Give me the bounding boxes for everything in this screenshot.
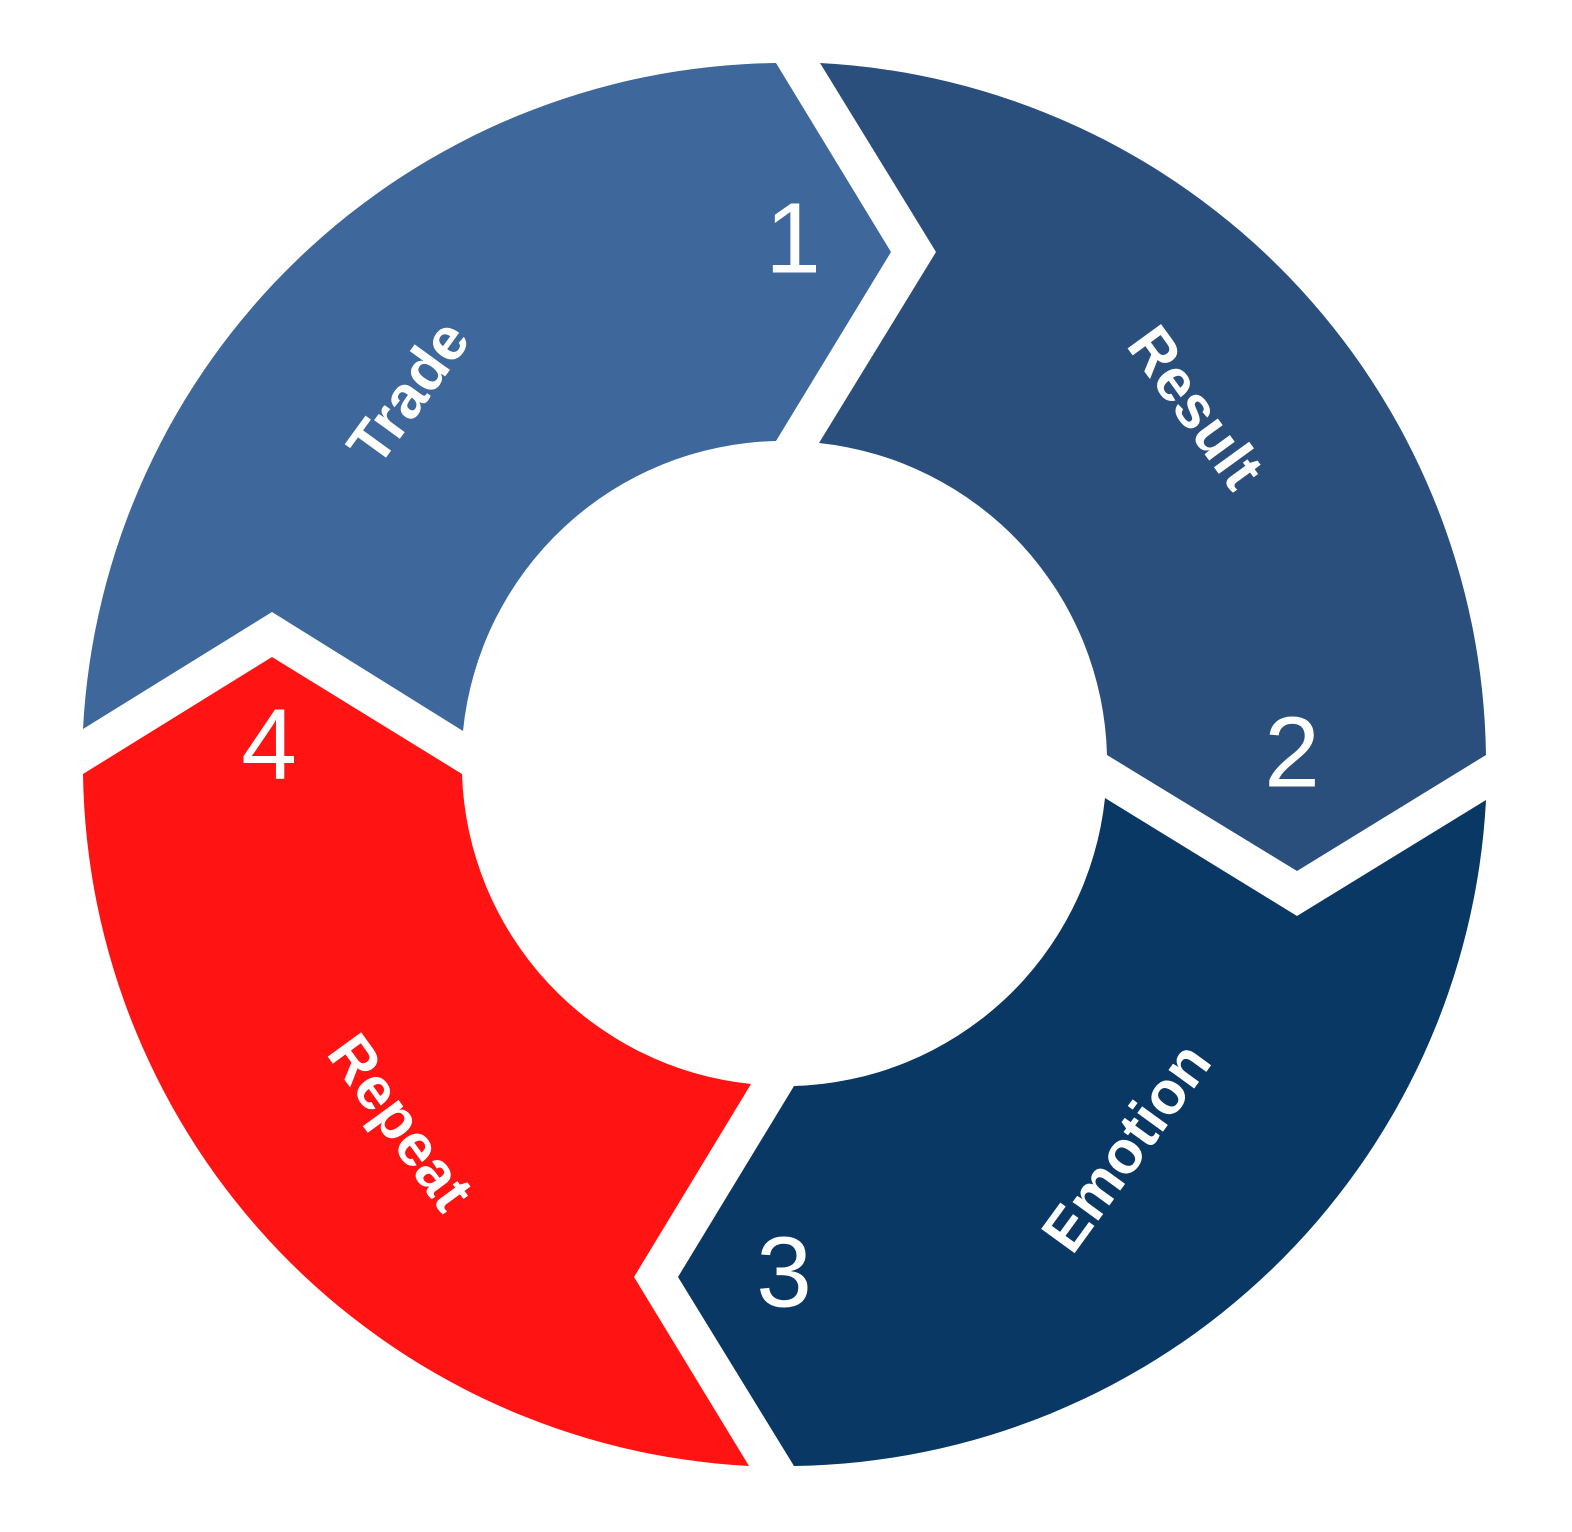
- segment-emotion-number: 3: [756, 1216, 812, 1328]
- segment-trade-shape: [83, 63, 891, 731]
- segment-repeat-shape: [83, 657, 751, 1466]
- segment-emotion: Emotion 3: [678, 798, 1486, 1466]
- segment-repeat-number: 4: [241, 688, 297, 800]
- segment-trade-number: 1: [765, 182, 821, 294]
- segment-result: Result 2: [819, 63, 1486, 871]
- segment-result-number: 2: [1264, 696, 1320, 808]
- segment-trade: Trade 1: [83, 63, 891, 731]
- segment-emotion-shape: [678, 798, 1486, 1466]
- segment-result-shape: [819, 63, 1486, 871]
- segment-repeat: Repeat 4: [83, 657, 751, 1466]
